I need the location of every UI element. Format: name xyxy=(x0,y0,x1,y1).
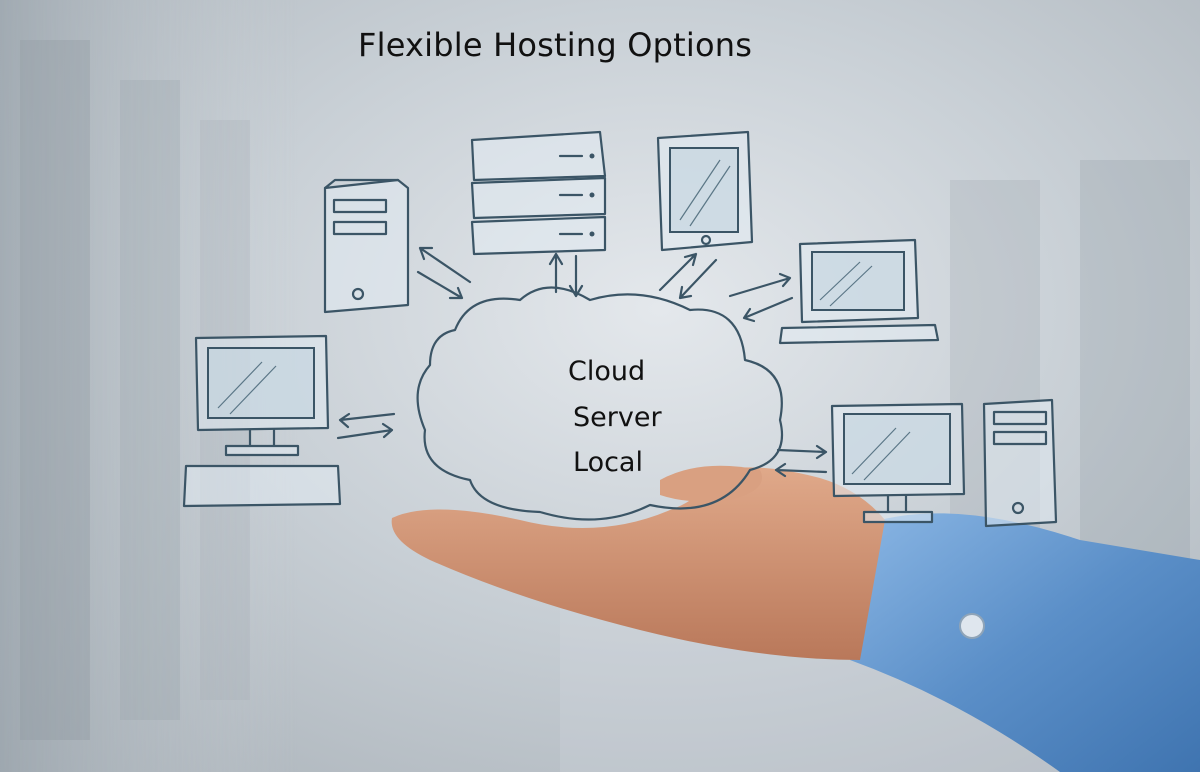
desktop-tower-icon xyxy=(982,398,1058,528)
laptop-icon xyxy=(778,238,940,345)
cloud-label-server: Server xyxy=(573,402,662,433)
desktop-monitor-icon xyxy=(182,334,342,508)
tower-pc-icon xyxy=(323,178,410,314)
desktop-monitor-icon xyxy=(830,402,966,524)
arrows-icon xyxy=(336,246,828,478)
page-title: Flexible Hosting Options xyxy=(358,26,753,64)
rack-server-icon xyxy=(470,130,607,256)
tablet-icon xyxy=(656,130,754,252)
cloud-icon xyxy=(416,286,784,521)
open-hand xyxy=(391,465,885,660)
cloud-label-cloud: Cloud xyxy=(568,356,646,387)
shirt-sleeve xyxy=(850,513,1200,772)
cloud-label-local: Local xyxy=(573,447,643,478)
